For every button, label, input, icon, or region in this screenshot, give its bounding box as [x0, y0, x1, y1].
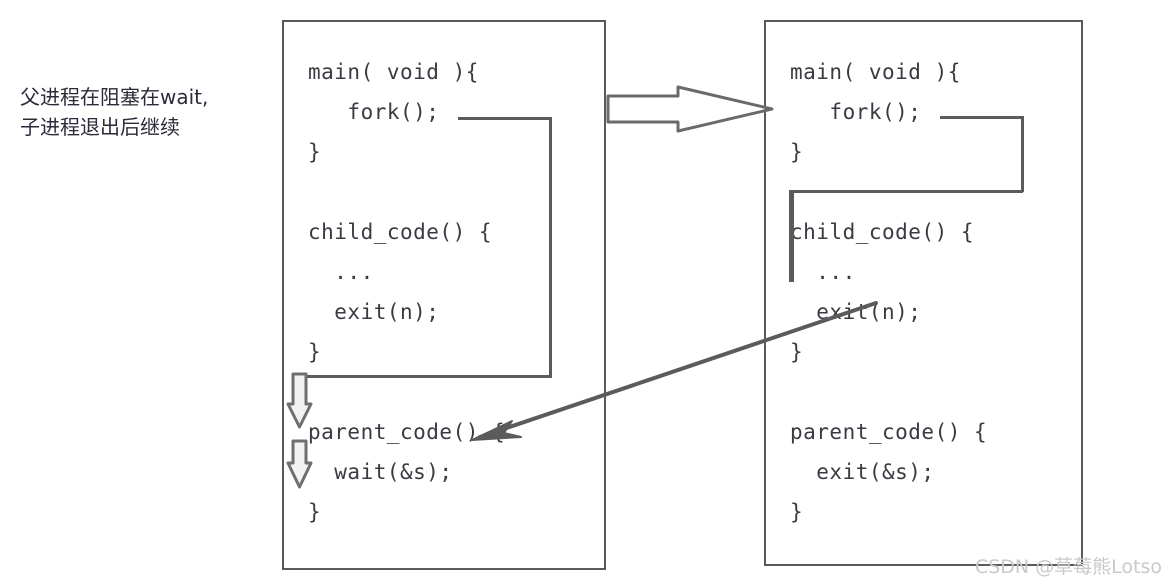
annotation-text: 父进程在阻塞在wait, 子进程退出后继续 — [20, 82, 282, 142]
parent-code-line-6: exit(n); — [308, 300, 440, 324]
child-code-line-6: exit(n); — [790, 300, 922, 324]
right-child-code-marker — [789, 190, 794, 282]
child-code-line-11: } — [790, 500, 804, 524]
parent-code-line-2: } — [308, 140, 322, 164]
watermark: CSDN @草莓熊Lotso — [974, 556, 1162, 578]
child-process-code: main( void ){ fork();} child_code() { ..… — [790, 52, 987, 532]
right-fork-flow-horizontal-top — [940, 116, 1024, 119]
parent-code-line-8 — [308, 372, 505, 412]
parent-process-panel: main( void ){ fork();} child_code() { ..… — [282, 20, 606, 570]
right-fork-flow-vertical-right — [1021, 116, 1024, 192]
child-code-line-10: exit(&s); — [790, 460, 935, 484]
left-fork-flow-vertical — [549, 117, 552, 377]
parent-code-line-11: } — [308, 500, 322, 524]
annotation-line-1: 父进程在阻塞在wait, — [20, 85, 209, 109]
fork-transition-block-arrow — [606, 85, 774, 133]
child-code-line-5: ... — [790, 260, 856, 284]
parent-code-line-10: wait(&s); — [308, 460, 453, 484]
parent-code-line-0: main( void ){ — [308, 60, 479, 84]
parent-process-code: main( void ){ fork();} child_code() { ..… — [308, 52, 505, 532]
parent-code-line-1: fork(); — [308, 100, 440, 124]
parent-code-line-3 — [308, 172, 505, 212]
left-fork-flow-horizontal-bottom — [300, 375, 552, 378]
child-code-line-7: } — [790, 340, 804, 364]
right-fork-flow-horizontal-bottom — [789, 190, 1023, 193]
child-code-line-4: child_code() { — [790, 220, 975, 244]
child-process-panel: main( void ){ fork();} child_code() { ..… — [764, 20, 1083, 566]
child-code-line-2: } — [790, 140, 804, 164]
annotation-line-2: 子进程退出后继续 — [20, 115, 180, 139]
child-code-line-8 — [790, 372, 987, 412]
child-code-line-0: main( void ){ — [790, 60, 961, 84]
parent-code-line-5: ... — [308, 260, 374, 284]
parent-code-line-4: child_code() { — [308, 220, 493, 244]
parent-code-line-7: } — [308, 340, 322, 364]
child-code-line-9: parent_code() { — [790, 420, 988, 444]
parent-code-line-9: parent_code() { — [308, 420, 506, 444]
child-code-line-1: fork(); — [790, 100, 922, 124]
left-fork-flow-horizontal-top — [458, 117, 552, 120]
